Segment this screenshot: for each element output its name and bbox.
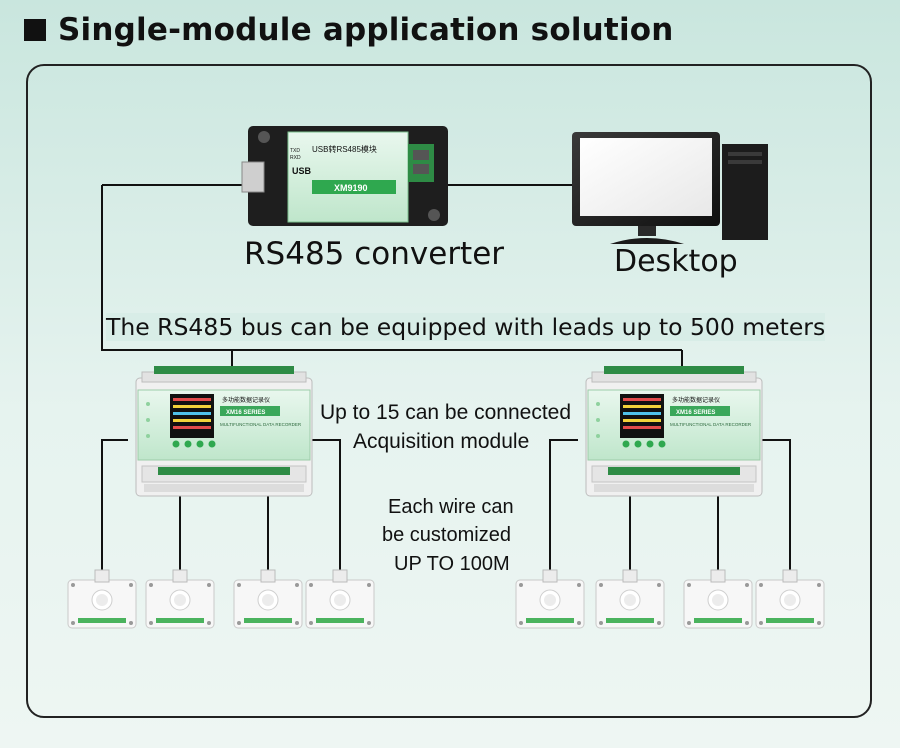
module-name-text: 多功能数据记录仪 [222,396,270,404]
sensor-device [683,569,753,629]
acquisition-module-right: XM16 SERIES 多功能数据记录仪 MULTIFUNCTIONAL DAT… [585,365,763,497]
module-series-text: XM16 SERIES [676,410,715,416]
converter-label: RS485 converter [244,236,505,272]
module-subtitle-text: MULTIFUNCTIONAL DATA RECORDER [220,422,302,427]
converter-model-text: XM9190 [334,183,368,193]
modules-capacity-line1: Up to 15 can be connected [320,401,572,424]
sensor-device [233,569,303,629]
wire-note-line2: be customized [382,524,511,546]
sensor-group-left [67,569,375,629]
sensor-device [145,569,215,629]
wire-note-line3: UP TO 100M [394,553,510,575]
modules-capacity-line2: Acquisition module [353,430,530,453]
sensor-device [755,569,825,629]
header-square-bullet [24,19,46,41]
rs485-converter-device: USB转RS485模块 USB TXD RXD XM9190 [241,126,448,226]
converter-rxd-text: RXD [290,155,301,161]
module-name-text: 多功能数据记录仪 [672,396,720,404]
bus-length-note: The RS485 bus can be equipped with leads… [106,313,826,341]
sensor-device [305,569,375,629]
sensor-device [515,569,585,629]
converter-usb-text: USB [292,166,312,176]
desktop-computer [572,132,768,244]
sensor-device [67,569,137,629]
header: Single-module application solution [24,12,674,48]
sensor-wiring [101,439,791,575]
module-subtitle-text: MULTIFUNCTIONAL DATA RECORDER [670,422,752,427]
desktop-label: Desktop [614,244,738,279]
converter-title-text: USB转RS485模块 [312,144,377,154]
acquisition-module-left: XM16 SERIES 多功能数据记录仪 MULTIFUNCTIONAL DAT… [135,365,313,497]
rs485-bus-line [101,185,682,351]
sensor-device [595,569,665,629]
sensor-group-right [515,569,825,629]
wire-note-line1: Each wire can [388,496,514,518]
diagram-panel [26,64,872,718]
module-series-text: XM16 SERIES [226,410,265,416]
rs485-bus-wiring [101,184,683,375]
converter-txd-text: TXD [290,148,300,154]
page-title: Single-module application solution [58,12,674,48]
